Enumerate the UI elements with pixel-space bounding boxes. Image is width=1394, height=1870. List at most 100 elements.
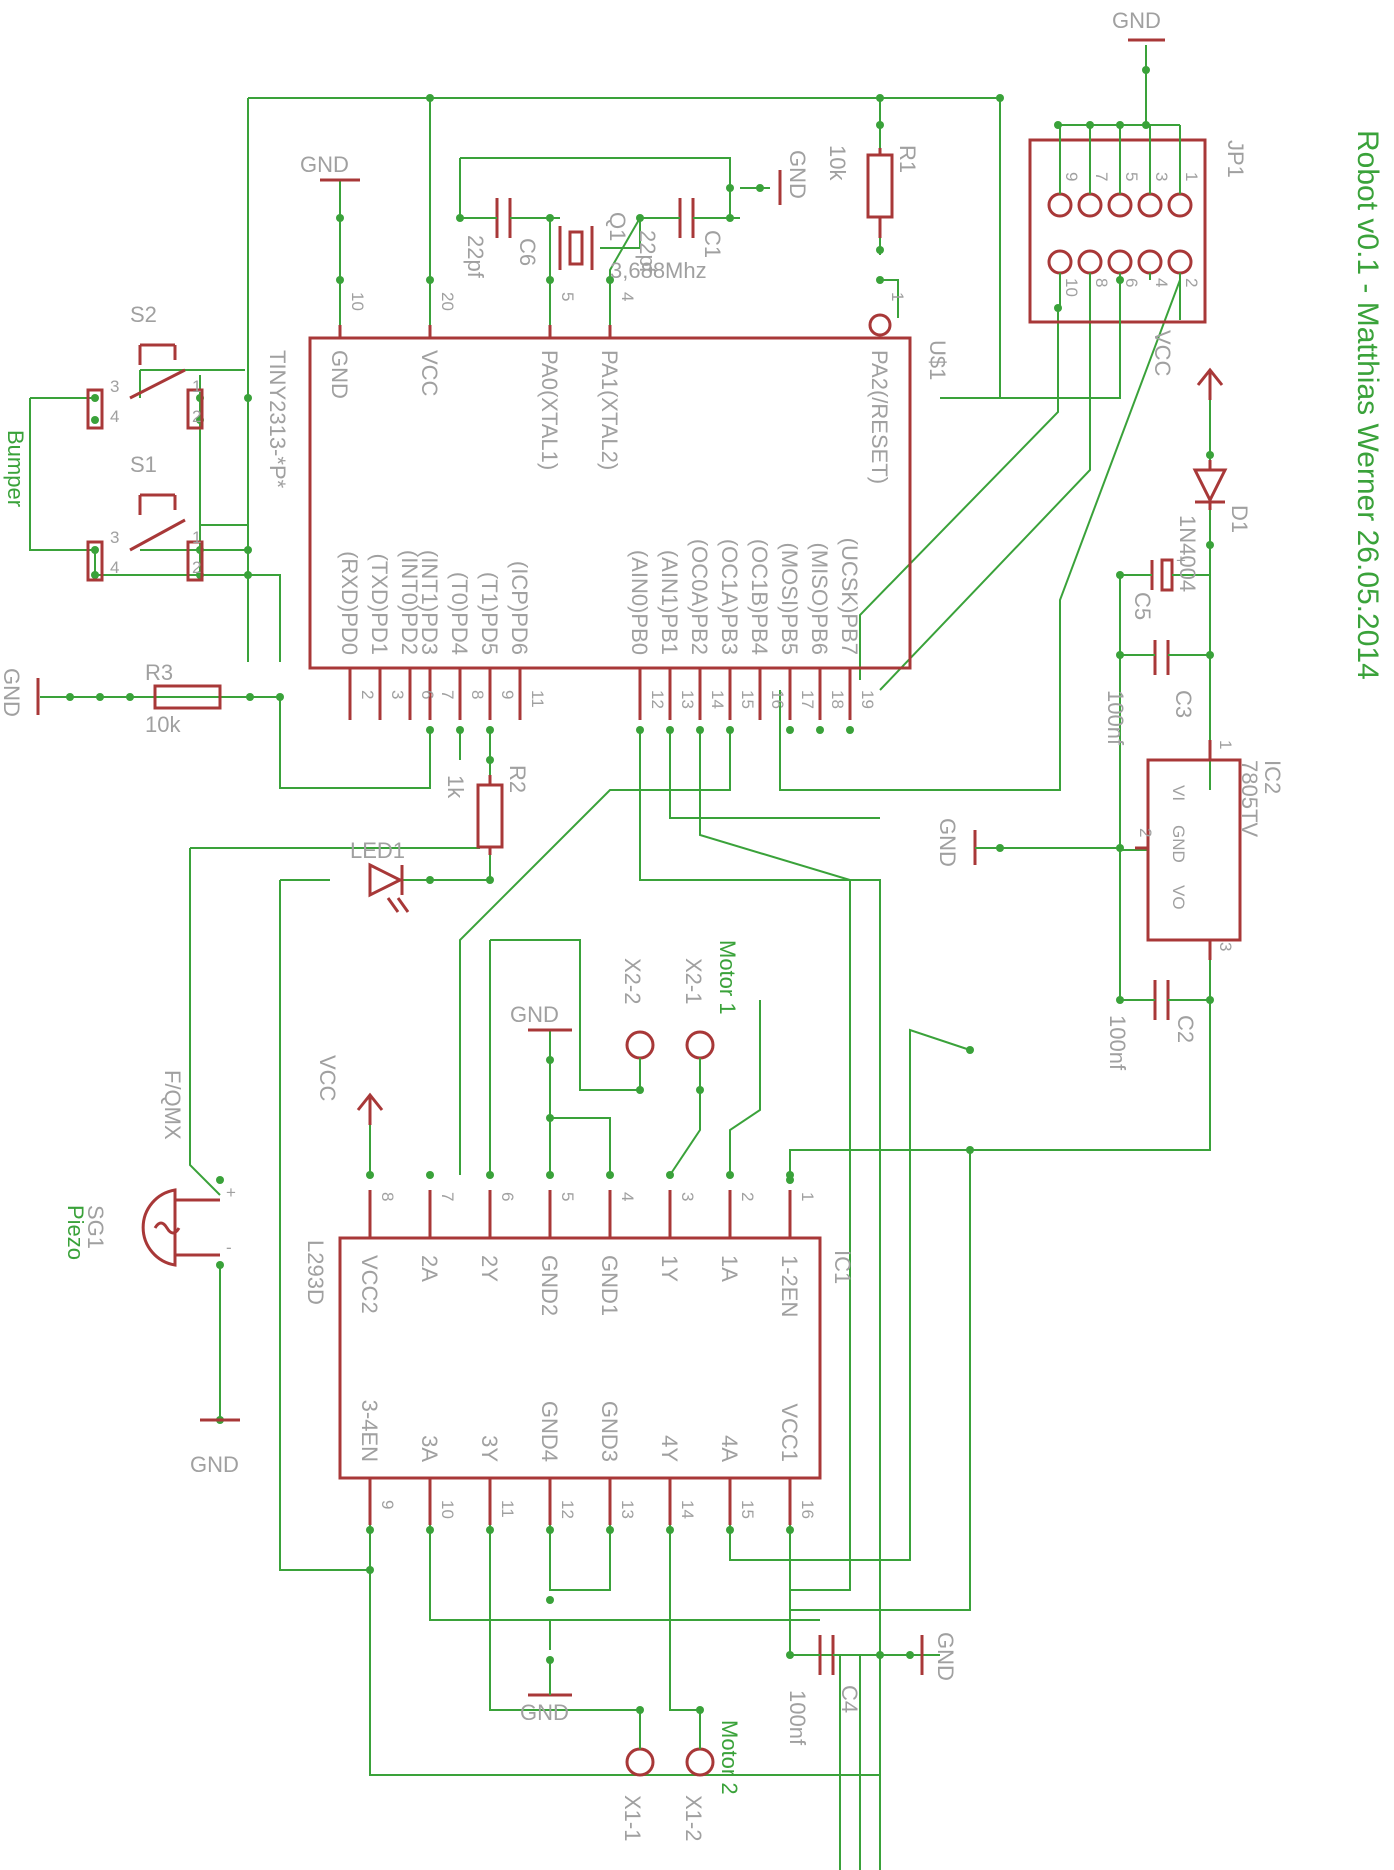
power-symbols: GND GND GND GND GND GND GND GND GND VCC … <box>0 8 1224 1725</box>
capacitor-c5: + C5 100uf <box>1120 551 1210 620</box>
q1-value: 3,688Mhz <box>610 258 707 283</box>
d1-name: D1 <box>1227 505 1252 533</box>
u1-pin-label: (MISO)PB6 <box>807 543 832 655</box>
diode-d1: D1 1N4004 <box>1175 460 1252 592</box>
resistor-r2: R2 1k <box>443 765 530 855</box>
u1-pin-label: (T0)PD4 <box>447 572 472 655</box>
ic1-pin-number: 5 <box>558 1192 577 1201</box>
gnd-symbol-crystal: GND <box>785 150 810 199</box>
switch-s2: S2 3 4 1 2 <box>86 302 204 430</box>
sg1-plus: + <box>226 1183 236 1202</box>
sg1-label: Piezo <box>63 1205 88 1260</box>
c5-plus: + <box>1176 551 1186 570</box>
u1-right-pin-labels: (RXD)PD0(TXD)PD1(INT0)PD2(INT1)PD3(T0)PD… <box>337 538 862 655</box>
ic2-regulator: VI GND VO 1 2 3 IC2 7805TV <box>1135 740 1285 960</box>
ic1-pin-number: 1 <box>798 1192 817 1201</box>
motor2-x2: X1-2 <box>681 1795 706 1841</box>
motor1-connector: X2-2 X2-1 Motor 1 <box>620 940 740 1090</box>
u1-pin-label: (INT0)PD2 <box>397 550 422 655</box>
u1-pin-number: 10 <box>348 292 367 311</box>
jp1-pin-7: 7 <box>1092 172 1111 181</box>
ic1-pin-number: 13 <box>618 1500 637 1519</box>
u1-pin-label: (UCSK)PB7 <box>837 538 862 655</box>
u1-pin-label: (OC1A)PB3 <box>717 539 742 655</box>
u1-pin-label: (MOSI)PB5 <box>777 543 802 655</box>
ic1-pin-number: 3 <box>678 1192 697 1201</box>
u1-pin-label: (TXD)PD1 <box>367 554 392 655</box>
ic1-pin-label: GND1 <box>597 1255 622 1316</box>
s2-pin4: 4 <box>110 407 119 426</box>
ic2-name: IC2 <box>1260 760 1285 794</box>
u1-pin-label: PA2(/RESET) <box>867 350 892 484</box>
u1-pin-number: 1 <box>888 292 907 301</box>
d1-value: 1N4004 <box>1175 515 1200 592</box>
u1-pin-number: 14 <box>708 690 727 709</box>
r1-value: 10k <box>825 145 850 181</box>
ic1-pin-label: 2Y <box>477 1255 502 1282</box>
ic1-pin-label: 1A <box>717 1255 742 1282</box>
capacitor-c6: C6 22pf <box>463 198 540 279</box>
gnd-symbol-ic1-top: GND <box>510 1002 559 1027</box>
gnd-symbol-r3: GND <box>0 668 24 717</box>
u1-pin-number: 2 <box>358 690 377 699</box>
c5-name: C5 <box>1130 592 1155 620</box>
ic1-pin-label: VCC1 <box>777 1403 802 1462</box>
ic1-pin-number: 11 <box>498 1500 517 1518</box>
u1-pin-number: 19 <box>858 690 877 709</box>
s2-name: S2 <box>130 302 157 327</box>
capacitor-c1: C1 22pf <box>635 198 725 274</box>
r3-value: 10k <box>145 712 181 737</box>
ic1-pin-number: 7 <box>438 1192 457 1201</box>
s2-pin1: 1 <box>192 377 201 396</box>
switch-s1: S1 3 4 1 2 <box>86 452 204 582</box>
jp1-pin-10: 10 <box>1062 278 1081 297</box>
ic2-pin-vi: VI <box>1169 785 1188 801</box>
jp1-name: JP1 <box>1223 140 1248 178</box>
ic1-pin-number: 8 <box>378 1192 397 1201</box>
vcc-symbol-jp1: VCC <box>1150 330 1175 377</box>
u1-pin-label: (INT1)PD3 <box>417 550 442 655</box>
c6-name: C6 <box>515 238 540 266</box>
ic1-pin-label: 4A <box>717 1435 742 1462</box>
jp1-pin-3: 3 <box>1152 172 1171 181</box>
u1-reset-inverter <box>868 313 892 337</box>
ic2-pin-gnd: GND <box>1169 825 1188 863</box>
s2-pin3: 3 <box>110 377 119 396</box>
u1-name: U$1 <box>925 340 950 380</box>
crystal-q1: Q1 3,688Mhz <box>558 212 707 283</box>
ic1-pin-label: 3A <box>417 1435 442 1462</box>
ic1-pin-label: GND4 <box>537 1401 562 1462</box>
led1: LED1 <box>350 838 410 913</box>
u1-pin-label: (AIN1)PB1 <box>657 550 682 655</box>
gnd-symbol-u1: GND <box>300 152 349 177</box>
motor1-x2: X2-2 <box>620 958 645 1004</box>
jp1-pin-8: 8 <box>1092 278 1111 287</box>
sg1-minus: - <box>226 1238 232 1257</box>
c4-value: 100nf <box>785 1690 810 1746</box>
u1-pin-label: (T1)PD5 <box>477 572 502 655</box>
jp1-pin-9: 9 <box>1062 172 1081 181</box>
ic1-pin-number: 6 <box>498 1192 517 1201</box>
resistor-r3: R3 10k <box>145 660 222 737</box>
u1-pin-label: PA1(XTAL2) <box>597 350 622 470</box>
ic1-pin-number: 12 <box>558 1500 577 1519</box>
sg1-name: SG1 <box>83 1205 108 1249</box>
sg1-value: F/QMX <box>160 1070 185 1140</box>
s1-pin2: 2 <box>192 558 201 577</box>
c2-value: 100nf <box>1105 1015 1130 1071</box>
page-title: Robot v0.1 - Matthias Werner 26.05.2014 <box>1351 130 1384 680</box>
jp1-body <box>1028 138 1207 324</box>
ic1-pin-number: 15 <box>738 1500 757 1519</box>
ic1-pin-label: 4Y <box>657 1435 682 1462</box>
u1-pin-number: 7 <box>438 690 457 699</box>
ic2-pin-vo: VO <box>1169 885 1188 910</box>
u1-pin-number: 9 <box>498 690 517 699</box>
gnd-symbol-top: GND <box>1112 8 1161 33</box>
u1-pin-number: 16 <box>768 690 787 709</box>
c1-name: C1 <box>700 230 725 258</box>
ic1-pin-number: 10 <box>438 1500 457 1519</box>
gnd-symbol-ic1-bottom: GND <box>520 1700 569 1725</box>
led1-name: LED1 <box>350 838 405 863</box>
